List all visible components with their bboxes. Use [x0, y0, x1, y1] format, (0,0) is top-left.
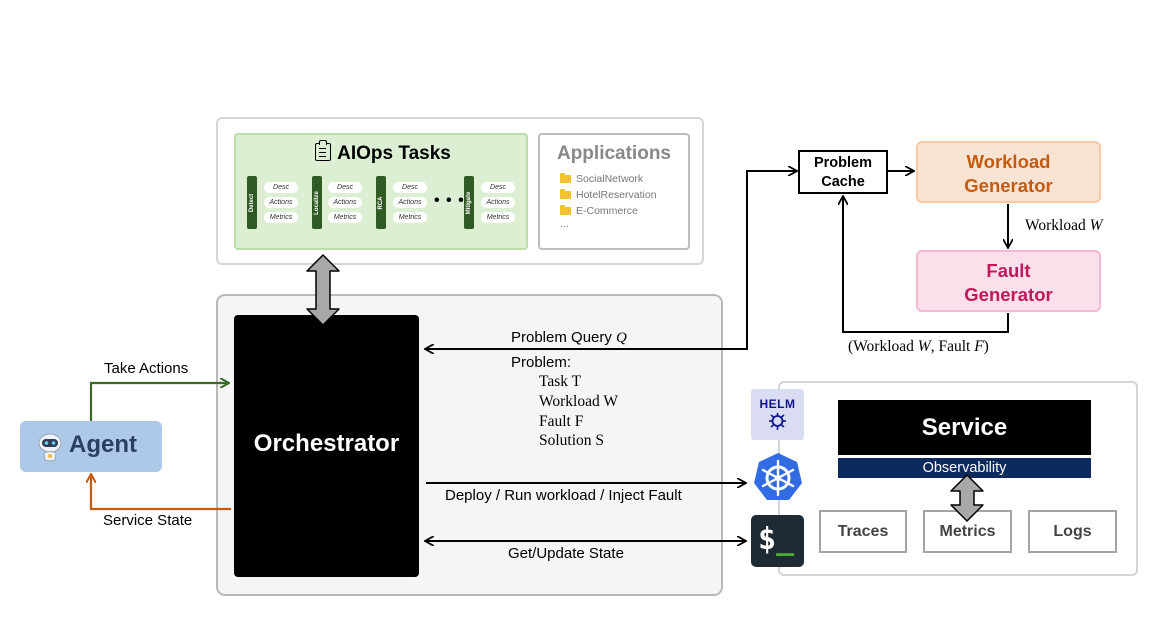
service-box: Service: [838, 400, 1091, 455]
take-actions-arrow: [89, 383, 228, 421]
agent-box: Agent: [20, 421, 162, 472]
problem-solution: Solution S: [539, 432, 605, 449]
workload-generator-box: Workload Generator: [916, 141, 1101, 203]
get-update-state-label: Get/Update State: [508, 545, 624, 562]
app-item: SocialNetwork: [560, 173, 643, 185]
stage-rca: RCA: [376, 176, 386, 229]
folder-icon: [560, 189, 571, 199]
logs-box: Logs: [1028, 510, 1117, 553]
workload-generator-line2: Generator: [964, 175, 1053, 196]
stage-localize-desc: Desc: [328, 182, 362, 193]
fault-generator-line2: Generator: [964, 284, 1053, 305]
stage-mitigate: Mitigate: [464, 176, 474, 229]
terminal-icon-text: $_: [758, 522, 795, 557]
app-item: HotelReservation: [560, 189, 657, 201]
stage-detect-metrics: Metrics: [264, 212, 298, 223]
stage-rca-desc: Desc: [393, 182, 427, 193]
problem-cache-line2: Cache: [821, 174, 865, 190]
aiops-tasks-box: AIOps Tasks Detect Desc Actions Metrics …: [234, 133, 528, 250]
stage-detect: Detect: [247, 176, 257, 229]
stage-mitigate-desc: Desc: [481, 182, 515, 193]
deploy-label: Deploy / Run workload / Inject Fault: [445, 487, 682, 504]
problem-fault: Fault F: [539, 413, 584, 430]
helm-wheel-icon: [769, 413, 786, 430]
applications-box: Applications SocialNetwork HotelReservat…: [538, 133, 690, 250]
stage-rca-actions: Actions: [393, 197, 427, 208]
stage-detect-actions: Actions: [264, 197, 298, 208]
service-state-label: Service State: [103, 512, 193, 529]
fault-generator-line1: Fault: [986, 260, 1031, 281]
problem-task: Task T: [539, 373, 582, 390]
agent-label: Agent: [69, 431, 137, 458]
app-item: E-Commerce: [560, 205, 638, 217]
workload-generator-line1: Workload: [966, 151, 1051, 172]
workload-w-label: Workload W: [1025, 217, 1103, 234]
stage-localize: Localize: [312, 176, 322, 229]
stage-mitigate-metrics: Metrics: [481, 212, 515, 223]
workload-fault-label: (Workload W, Fault F): [848, 338, 989, 355]
problem-query-label: Problem Query Q: [511, 329, 627, 346]
problem-cache-box: Problem Cache: [798, 150, 888, 194]
observability-bar: Observability: [838, 458, 1091, 478]
orchestrator-label: Orchestrator: [253, 430, 400, 457]
problem-cache-line1: Problem: [813, 155, 872, 171]
helm-icon: HELM: [751, 389, 804, 440]
more-stages-ellipsis: • • •: [434, 192, 465, 209]
orchestrator-box: Orchestrator: [234, 315, 419, 577]
clipboard-icon: [315, 140, 332, 161]
app-more: ...: [560, 218, 569, 230]
robot-icon: [38, 433, 62, 462]
traces-box: Traces: [819, 510, 907, 553]
service-state-arrow: [91, 475, 231, 511]
folder-icon: [560, 205, 571, 215]
applications-title: Applications: [556, 143, 671, 164]
helm-icon-text: HELM: [759, 397, 796, 411]
kubernetes-icon: [754, 453, 802, 500]
problem-workload: Workload W: [539, 393, 618, 410]
terminal-icon: $_: [751, 515, 804, 567]
stage-localize-actions: Actions: [328, 197, 362, 208]
folder-icon: [560, 173, 571, 183]
problem-heading: Problem:: [511, 354, 572, 371]
stage-localize-metrics: Metrics: [328, 212, 362, 223]
stage-rca-metrics: Metrics: [393, 212, 427, 223]
fault-generator-box: Fault Generator: [916, 250, 1101, 312]
stage-mitigate-actions: Actions: [481, 197, 515, 208]
metrics-box: Metrics: [923, 510, 1012, 553]
aiops-tasks-title: AIOps Tasks: [236, 140, 530, 165]
stage-detect-desc: Desc: [264, 182, 298, 193]
take-actions-label: Take Actions: [104, 360, 189, 377]
